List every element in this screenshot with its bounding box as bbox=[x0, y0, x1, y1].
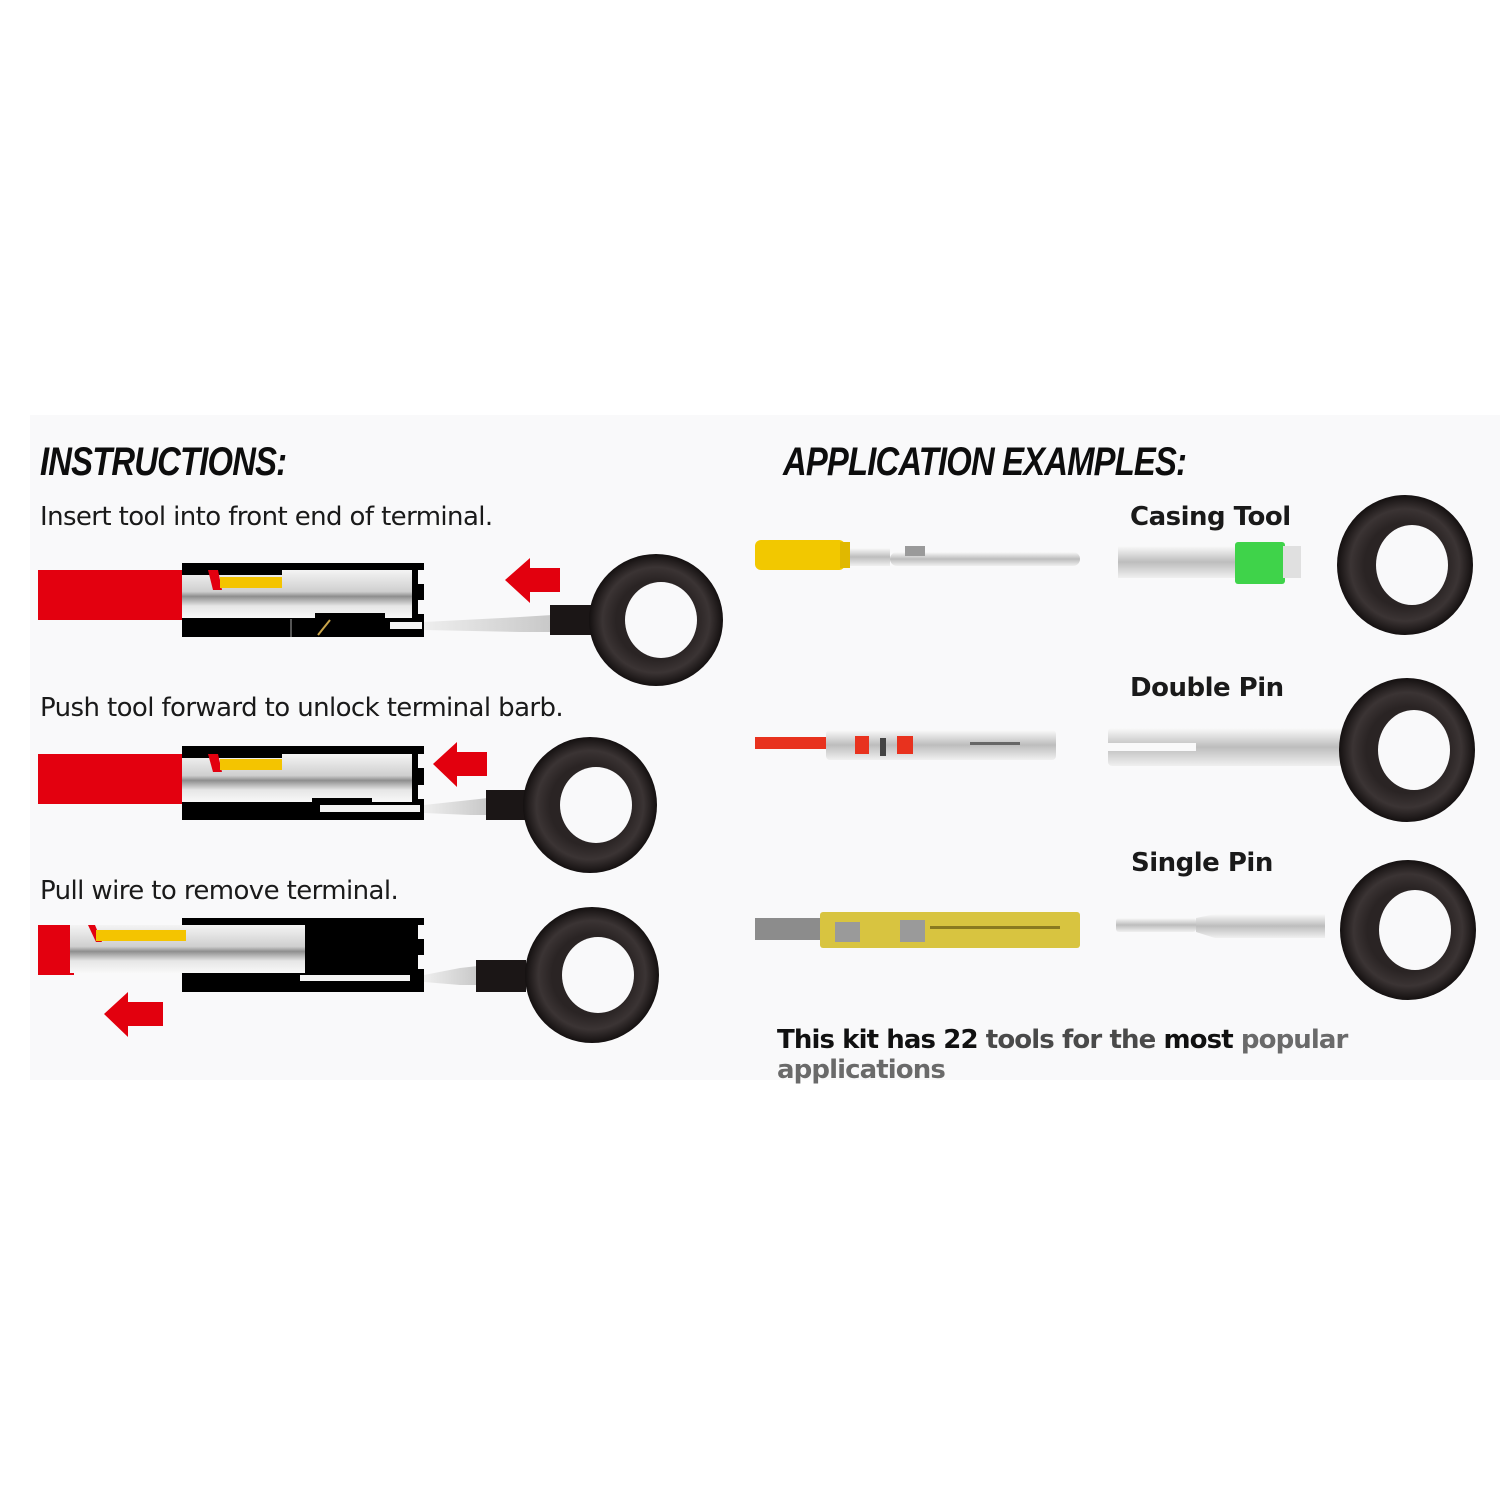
red-wire bbox=[38, 570, 188, 620]
step-3-group bbox=[38, 907, 659, 1043]
step-1-group bbox=[38, 554, 723, 686]
step-2-group bbox=[38, 737, 657, 873]
casing-tool-image bbox=[1118, 495, 1473, 635]
arrow-left-icon bbox=[433, 742, 487, 787]
single-pin-terminal-image bbox=[755, 912, 1080, 948]
single-pin-label: Single Pin bbox=[1131, 848, 1273, 878]
step-1-text: Insert tool into front end of terminal. bbox=[40, 502, 493, 532]
arrow-left-icon bbox=[505, 558, 560, 603]
casing-tool-label: Casing Tool bbox=[1130, 502, 1291, 532]
kit-summary-part-4: popular applications bbox=[777, 1025, 1348, 1085]
double-pin-label: Double Pin bbox=[1130, 673, 1284, 703]
casing-terminal-image bbox=[755, 540, 1080, 570]
probe-tip bbox=[424, 615, 552, 632]
single-pin-tool-image bbox=[1116, 860, 1476, 1000]
kit-summary-part-3: most bbox=[1163, 1025, 1241, 1055]
step-3-text: Pull wire to remove terminal. bbox=[40, 876, 399, 906]
kit-summary-part-1: This kit has 22 bbox=[777, 1025, 986, 1055]
arrow-left-icon bbox=[104, 992, 163, 1037]
double-pin-terminal-image bbox=[755, 730, 1056, 760]
kit-summary-text: This kit has 22 tools for the most popul… bbox=[777, 1025, 1500, 1085]
applications-heading: APPLICATION EXAMPLES: bbox=[783, 440, 1187, 484]
instructions-heading: INSTRUCTIONS: bbox=[40, 440, 287, 484]
double-pin-tool-image bbox=[1108, 678, 1475, 822]
step-2-text: Push tool forward to unlock terminal bar… bbox=[40, 693, 564, 723]
kit-summary-part-2: tools for the bbox=[985, 1025, 1164, 1055]
